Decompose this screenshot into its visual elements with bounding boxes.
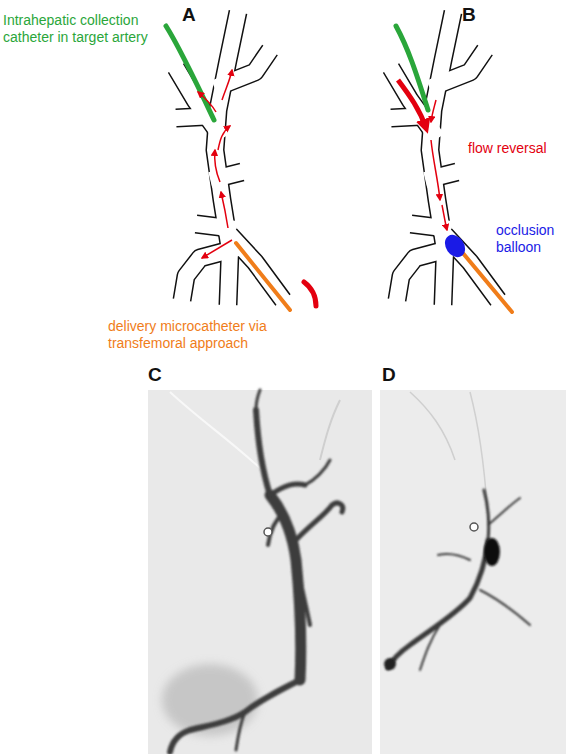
vessel-lumen	[391, 12, 498, 305]
radiograph-ground	[148, 390, 372, 754]
delivery-microcatheter	[236, 243, 290, 310]
flow-reversal-arrow	[398, 80, 426, 128]
artery	[488, 498, 520, 525]
panel-letter: D	[382, 364, 396, 386]
catheter-shadow	[170, 392, 262, 470]
panel-letter: A	[182, 4, 196, 26]
flow-arrow	[222, 70, 232, 100]
panel-a-schematic	[166, 12, 316, 310]
artery	[256, 390, 260, 410]
artery	[270, 484, 305, 495]
angiogram-d	[380, 390, 566, 754]
vessel-lumen	[176, 12, 283, 305]
artery	[256, 410, 270, 495]
flow-arrow	[218, 126, 230, 150]
catheter-label: Intrahepatic collection catheter in targ…	[3, 12, 173, 46]
contrast-vessels	[170, 390, 343, 752]
artery	[305, 460, 330, 485]
flow-arrow	[221, 192, 228, 228]
catheter-shadow	[410, 392, 455, 460]
panel-b-schematic	[391, 12, 512, 312]
collection-catheter	[166, 26, 214, 120]
vessel-outline	[176, 12, 283, 305]
flow-arrow	[431, 100, 436, 122]
artery	[484, 490, 489, 540]
clip-marker	[264, 528, 272, 536]
balloon-label: occlusion balloon	[496, 222, 562, 256]
catheter-label: delivery microcatheter via transfemoral …	[108, 318, 293, 352]
flow-arrow	[198, 92, 216, 112]
red-catheter-tip	[304, 282, 316, 306]
vessel-outline	[391, 12, 498, 305]
catheter-shadow	[320, 400, 340, 460]
flow-label: flow reversal	[468, 140, 547, 157]
artery	[296, 560, 310, 625]
panel-letter: C	[148, 364, 162, 386]
flow-arrow	[215, 150, 220, 182]
flow-arrow	[202, 240, 232, 258]
artery	[438, 554, 470, 560]
artery	[296, 503, 343, 540]
panel-letter: B	[462, 4, 476, 26]
artery	[388, 540, 488, 668]
artery	[170, 680, 300, 752]
flow-arrow	[431, 140, 440, 200]
flow-arrow	[442, 205, 447, 230]
artery	[480, 590, 530, 625]
occlusion-balloon	[441, 231, 470, 261]
artery	[420, 625, 440, 670]
clip-marker	[470, 523, 478, 531]
vessel-tree-b	[391, 12, 498, 305]
contrast-vessels	[388, 490, 530, 670]
contrast-pool	[384, 658, 396, 670]
contrast-pool	[484, 538, 500, 566]
angiogram-c	[148, 390, 372, 754]
radiograph-ground	[380, 390, 566, 754]
artery	[236, 712, 245, 750]
